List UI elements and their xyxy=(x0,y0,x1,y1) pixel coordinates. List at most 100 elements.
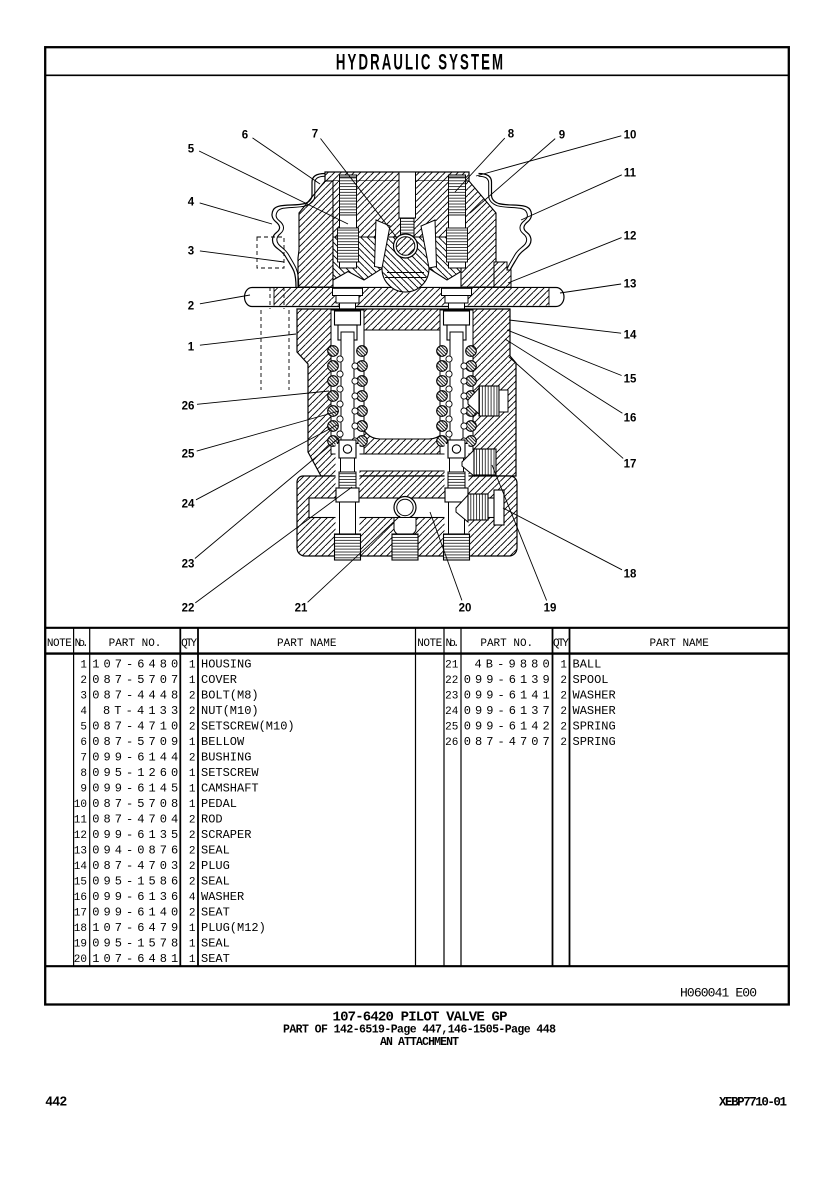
svg-text:AN ATTACHMENT: AN ATTACHMENT xyxy=(380,1036,459,1049)
svg-text:24: 24 xyxy=(182,499,195,511)
svg-text:2: 2 xyxy=(560,675,567,687)
svg-text:16: 16 xyxy=(74,892,87,904)
svg-text:11: 11 xyxy=(624,168,637,180)
svg-text:HYDRAULIC SYSTEM: HYDRAULIC SYSTEM xyxy=(336,50,505,74)
svg-text:COVER: COVER xyxy=(201,673,237,687)
svg-text:13: 13 xyxy=(74,846,87,858)
svg-text:QTY: QTY xyxy=(181,638,197,650)
svg-text:PLUG: PLUG xyxy=(201,859,230,873)
svg-text:26: 26 xyxy=(182,401,195,413)
svg-text:SPOOL: SPOOL xyxy=(573,673,609,687)
svg-text:18: 18 xyxy=(74,923,87,935)
svg-text:6: 6 xyxy=(80,737,87,749)
svg-text:HOUSING: HOUSING xyxy=(201,657,251,671)
svg-text:22: 22 xyxy=(182,603,195,615)
svg-text:19: 19 xyxy=(74,939,87,951)
svg-text:25: 25 xyxy=(445,721,458,733)
svg-text:17: 17 xyxy=(74,908,87,920)
svg-text:2: 2 xyxy=(189,721,196,733)
svg-text:2: 2 xyxy=(189,846,196,858)
svg-text:8: 8 xyxy=(508,129,515,141)
svg-text:NUT(M10): NUT(M10) xyxy=(201,704,259,718)
svg-text:21: 21 xyxy=(295,603,308,615)
svg-text:5: 5 xyxy=(188,144,195,156)
svg-text:5: 5 xyxy=(80,721,87,733)
svg-text:H060041 E00: H060041 E00 xyxy=(680,986,757,1001)
svg-text:PEDAL: PEDAL xyxy=(201,797,237,811)
svg-text:2: 2 xyxy=(189,706,196,718)
svg-text:21: 21 xyxy=(445,659,459,671)
svg-text:7: 7 xyxy=(80,752,87,764)
svg-text:2: 2 xyxy=(189,861,196,873)
svg-text:WASHER: WASHER xyxy=(201,890,244,904)
svg-text:SEAT: SEAT xyxy=(201,906,230,920)
svg-text:14: 14 xyxy=(624,330,637,342)
svg-text:BOLT(M8): BOLT(M8) xyxy=(201,688,259,702)
svg-text:24: 24 xyxy=(445,706,459,718)
svg-text:13: 13 xyxy=(624,279,637,291)
svg-text:No.: No. xyxy=(75,638,89,650)
svg-text:PLUG(M12): PLUG(M12) xyxy=(201,921,266,935)
svg-text:16: 16 xyxy=(624,413,637,425)
svg-text:2: 2 xyxy=(560,706,567,718)
svg-text:8: 8 xyxy=(80,768,87,780)
svg-text:20: 20 xyxy=(459,603,472,615)
svg-text:CAMSHAFT: CAMSHAFT xyxy=(201,781,259,795)
svg-text:14: 14 xyxy=(74,861,88,873)
svg-text:NOTE: NOTE xyxy=(47,638,72,650)
svg-text:SEAL: SEAL xyxy=(201,937,230,951)
svg-text:23: 23 xyxy=(445,690,458,702)
svg-text:ROD: ROD xyxy=(201,813,223,827)
svg-text:BELLOW: BELLOW xyxy=(201,735,245,749)
svg-text:107-6420 PILOT VALVE GP: 107-6420 PILOT VALVE GP xyxy=(333,1010,508,1026)
svg-text:20: 20 xyxy=(74,954,87,966)
svg-text:PART NO.: PART NO. xyxy=(109,638,162,650)
svg-text:PART NAME: PART NAME xyxy=(277,638,337,650)
svg-text:XEBP7710-01: XEBP7710-01 xyxy=(719,1096,787,1110)
svg-text:2: 2 xyxy=(189,815,196,827)
svg-text:1: 1 xyxy=(80,659,87,671)
svg-text:SEAL: SEAL xyxy=(201,844,230,858)
svg-text:10: 10 xyxy=(624,130,637,142)
svg-text:1: 1 xyxy=(189,675,196,687)
svg-text:2: 2 xyxy=(560,721,567,733)
svg-text:2: 2 xyxy=(189,690,196,702)
svg-text:1: 1 xyxy=(189,923,196,935)
svg-text:PART NO.: PART NO. xyxy=(480,638,533,650)
svg-text:1: 1 xyxy=(189,954,196,966)
svg-text:26: 26 xyxy=(445,737,458,749)
svg-text:2: 2 xyxy=(189,908,196,920)
svg-text:SCRAPER: SCRAPER xyxy=(201,828,251,842)
svg-text:15: 15 xyxy=(624,374,637,386)
svg-text:4: 4 xyxy=(188,197,195,209)
svg-text:3: 3 xyxy=(80,690,87,702)
svg-text:2: 2 xyxy=(188,301,194,313)
svg-text:WASHER: WASHER xyxy=(573,704,616,718)
svg-text:WASHER: WASHER xyxy=(573,688,616,702)
svg-text:2: 2 xyxy=(189,877,196,889)
svg-text:9: 9 xyxy=(559,130,565,142)
svg-text:2: 2 xyxy=(80,675,87,687)
svg-text:22: 22 xyxy=(445,675,458,687)
svg-text:4: 4 xyxy=(80,706,87,718)
svg-text:1: 1 xyxy=(560,659,567,671)
svg-text:No.: No. xyxy=(446,638,460,650)
svg-text:BUSHING: BUSHING xyxy=(201,750,251,764)
svg-text:1: 1 xyxy=(189,768,196,780)
svg-text:4: 4 xyxy=(189,892,196,904)
svg-text:SETSCREW(M10): SETSCREW(M10) xyxy=(201,719,295,733)
svg-text:2: 2 xyxy=(560,737,567,749)
svg-text:15: 15 xyxy=(74,877,87,889)
svg-text:9: 9 xyxy=(80,783,87,795)
svg-text:SEAL: SEAL xyxy=(201,875,230,889)
svg-text:23: 23 xyxy=(182,559,195,571)
svg-text:19: 19 xyxy=(544,603,557,615)
svg-text:12: 12 xyxy=(624,231,637,243)
svg-text:2: 2 xyxy=(189,830,196,842)
svg-text:7: 7 xyxy=(312,129,318,141)
svg-text:12: 12 xyxy=(74,830,87,842)
svg-text:25: 25 xyxy=(182,449,195,461)
svg-text:PART NAME: PART NAME xyxy=(649,638,709,650)
svg-text:SETSCREW: SETSCREW xyxy=(201,766,259,780)
svg-text:BALL: BALL xyxy=(573,657,602,671)
